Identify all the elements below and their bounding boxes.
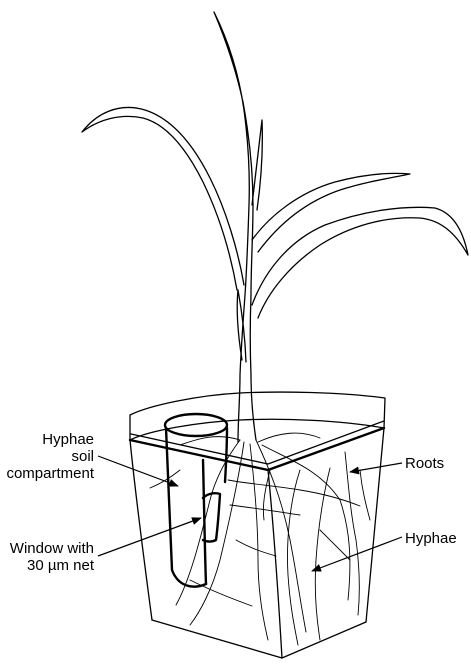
pot-left-side <box>130 440 152 620</box>
arrow-roots <box>350 463 402 472</box>
plant-leaf-left <box>82 107 244 290</box>
label-hyphae-compartment-2: soil <box>71 448 94 465</box>
pot-rim <box>130 392 385 440</box>
root-9 <box>315 468 330 640</box>
label-hyphae: Hyphae <box>405 530 457 547</box>
pot-bottom <box>152 620 366 658</box>
plant <box>82 12 468 442</box>
label-window-2: 30 µm net <box>27 557 95 574</box>
root-17 <box>360 470 370 520</box>
root-14 <box>236 540 276 556</box>
root-8 <box>345 452 359 615</box>
tube-right-wall <box>225 428 227 482</box>
tube-top <box>165 414 227 436</box>
plant-leaf-upper <box>252 120 262 210</box>
roots <box>150 433 370 645</box>
label-hyphae-compartment-3: compartment <box>6 465 94 482</box>
arrow-hyphae-compartment <box>98 456 178 486</box>
root-15 <box>320 530 350 560</box>
root-2 <box>250 444 268 640</box>
root-10 <box>288 470 301 645</box>
pot-front-edge <box>268 470 282 658</box>
label-roots: Roots <box>405 455 444 472</box>
root-13 <box>190 580 252 606</box>
label-window-1: Window with <box>10 540 94 557</box>
pot-right-side <box>366 428 384 622</box>
root-7 <box>258 433 320 442</box>
plant-leaf-right-lower <box>252 207 468 318</box>
label-hyphae-compartment-1: Hyphae <box>42 431 94 448</box>
plant-stem <box>214 12 256 442</box>
arrow-hyphae <box>312 537 402 571</box>
arrow-window <box>98 518 201 556</box>
plant-leaf-right-upper <box>252 173 410 252</box>
root-5 <box>176 440 240 605</box>
root-12 <box>230 505 300 515</box>
root-6 <box>180 437 240 445</box>
